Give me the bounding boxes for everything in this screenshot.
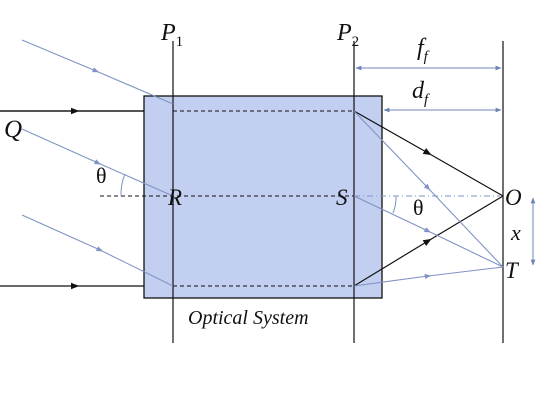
ray-to-t-middle [353,195,504,268]
label-t: T [505,258,520,283]
label-p2: P2 [336,20,359,50]
label-theta-left: θ [96,163,107,188]
ray-to-o-bottom [353,195,504,287]
theta-arc-left [120,173,126,197]
label-p1: P1 [160,20,183,50]
ray-to-o-top [353,110,504,197]
oblique-ray-bottom [21,214,174,287]
label-theta-right: θ [413,195,424,220]
label-optical-system: Optical System [188,307,309,329]
label-o: O [505,185,522,210]
label-df: df [412,78,430,108]
theta-arc-right [392,195,397,214]
label-r: R [167,185,182,210]
ray-to-t-bottom [353,266,504,287]
label-q: Q [4,116,22,143]
ray-to-t-top [353,110,504,268]
label-s: S [336,185,348,210]
optical-system-box [143,95,383,299]
oblique-ray-top [21,39,174,105]
oblique-ray-middle [21,128,174,197]
label-ff: ff [417,35,430,65]
label-x: x [510,220,521,245]
